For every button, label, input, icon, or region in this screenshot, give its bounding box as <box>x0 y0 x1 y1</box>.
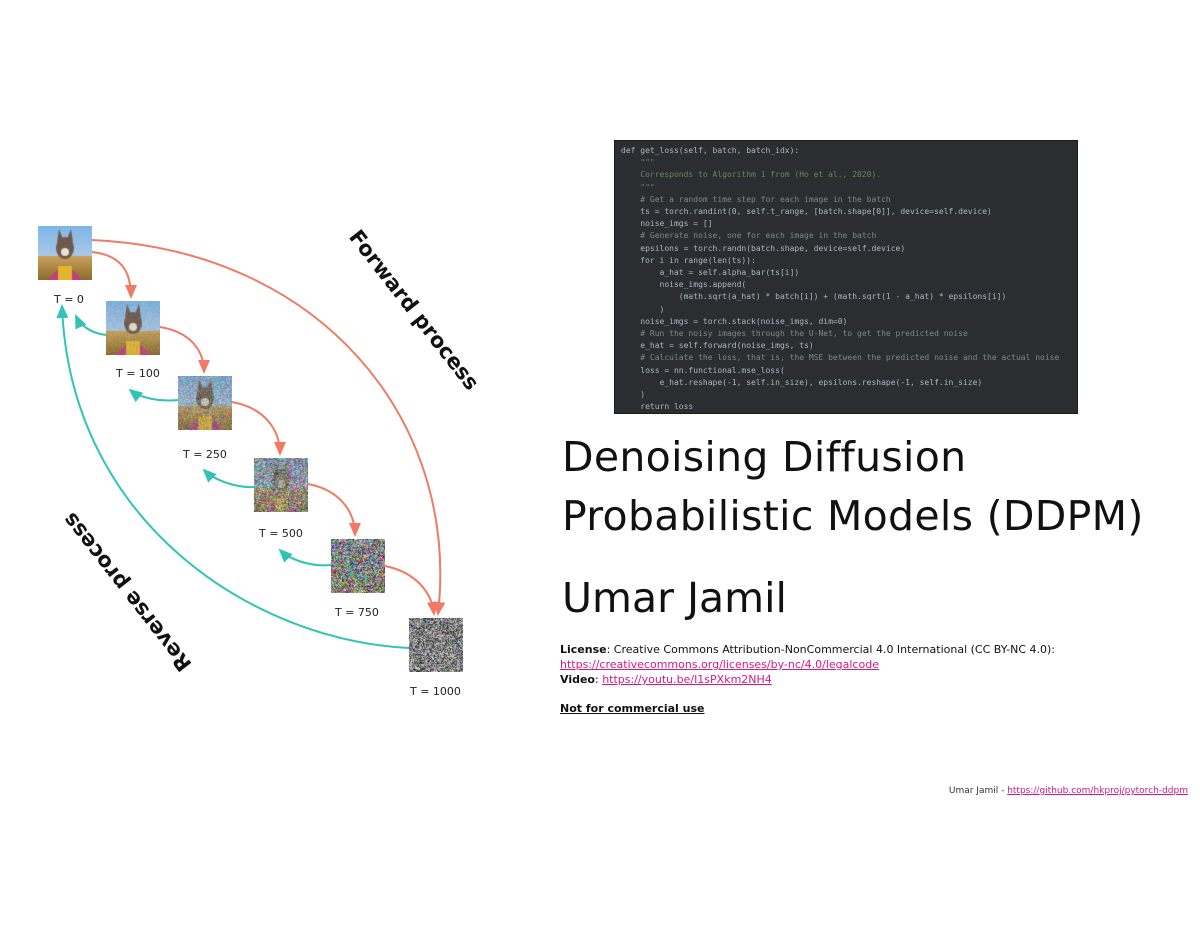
forward-arrow <box>159 326 210 374</box>
reverse-arrow <box>128 388 179 403</box>
diffusion-arrows <box>56 239 446 649</box>
diffusion-diagram: T = 0 T = 100 T = 250 T = 500 T = 750 T … <box>0 0 560 760</box>
video-sep: : <box>594 673 603 686</box>
code-line: loss = nn.functional.mse_loss( <box>621 365 785 375</box>
forward-arrow <box>231 401 286 456</box>
reverse-arrow <box>278 548 332 567</box>
code-line: noise_imgs.append( <box>621 280 747 290</box>
code-line: a_hat = self.alpha_bar(ts[i]) <box>621 268 800 278</box>
reverse-arrow <box>202 468 255 489</box>
code-block: def get_loss(self, batch, batch_idx): ""… <box>621 145 1071 413</box>
step-label-t1000: T = 1000 <box>410 685 461 698</box>
footer-credit: Umar Jamil - https://github.com/hkproj/p… <box>949 786 1188 796</box>
license-url-row: https://creativecommons.org/licenses/by-… <box>560 657 1180 672</box>
code-line: e_hat.reshape(-1, self.in_size), epsilon… <box>621 377 983 387</box>
diffusion-step-canvas <box>331 539 385 593</box>
license-text: : Creative Commons Attribution-NonCommer… <box>606 643 1056 656</box>
diffusion-step-image-5 <box>409 618 463 672</box>
diffusion-step-canvas <box>38 226 92 280</box>
code-line: Corresponds to Algorithm 1 from (Ho et a… <box>621 170 882 180</box>
code-line: ) <box>621 390 646 400</box>
code-line: def get_loss(self, batch, batch_idx): <box>621 146 800 155</box>
code-line: return loss <box>621 402 694 412</box>
code-line: """ <box>621 158 655 168</box>
forward-arrow <box>384 565 439 616</box>
reverse-arrow <box>75 314 107 336</box>
code-line: (math.sqrt(a_hat) * batch[i]) + (math.sq… <box>621 292 1007 302</box>
diffusion-step-canvas <box>178 376 232 430</box>
footer-prefix: Umar Jamil - <box>948 786 1008 796</box>
step-label-t750: T = 750 <box>335 606 379 619</box>
code-line: """ <box>621 182 655 192</box>
code-line: noise_imgs = [] <box>621 219 713 229</box>
forward-long-arrow <box>91 239 446 616</box>
license-link[interactable]: https://creativecommons.org/licenses/by-… <box>560 658 879 671</box>
code-screenshot: def get_loss(self, batch, batch_idx): ""… <box>614 140 1078 414</box>
code-line: ts = torch.randint(0, self.t_range, [bat… <box>621 207 992 217</box>
forward-arrow <box>91 251 137 299</box>
step-label-t250: T = 250 <box>183 448 227 461</box>
diffusion-step-image-2 <box>178 376 232 430</box>
code-line: e_hat = self.forward(noise_imgs, ts) <box>621 341 814 351</box>
forward-arrow <box>307 483 361 537</box>
license-row: License: Creative Commons Attribution-No… <box>560 642 1180 657</box>
diffusion-step-canvas <box>106 301 160 355</box>
diffusion-step-canvas <box>254 458 308 512</box>
license-info: License: Creative Commons Attribution-No… <box>560 642 1180 687</box>
step-label-t0: T = 0 <box>54 293 84 306</box>
step-label-t500: T = 500 <box>259 527 303 540</box>
commercial-use-notice: Not for commercial use <box>560 702 705 715</box>
diffusion-step-canvas <box>409 618 463 672</box>
diffusion-step-image-4 <box>331 539 385 593</box>
video-link[interactable]: https://youtu.be/I1sPXkm2NH4 <box>602 673 772 686</box>
code-line: # Calculate the loss, that is, the MSE b… <box>621 353 1060 363</box>
title-line-1: Denoising Diffusion <box>562 433 967 481</box>
code-line: # Generate noise, one for each image in … <box>621 231 877 241</box>
license-label: License <box>560 643 607 656</box>
reverse-long-arrow <box>56 304 410 649</box>
page-title: Denoising Diffusion Probabilistic Models… <box>562 428 1192 546</box>
code-line: for i in range(len(ts)): <box>621 255 756 265</box>
author-name: Umar Jamil <box>562 574 787 622</box>
video-label: Video <box>560 673 595 686</box>
video-row: Video: https://youtu.be/I1sPXkm2NH4 <box>560 672 1180 687</box>
diffusion-step-image-1 <box>106 301 160 355</box>
title-line-2: Probabilistic Models (DDPM) <box>562 492 1144 540</box>
code-line: noise_imgs = torch.stack(noise_imgs, dim… <box>621 316 848 326</box>
code-line: # Run the noisy images through the U-Net… <box>621 329 968 339</box>
diffusion-step-image-3 <box>254 458 308 512</box>
diffusion-step-image-0 <box>38 226 92 280</box>
step-label-t100: T = 100 <box>116 367 160 380</box>
code-line: ) <box>621 304 665 314</box>
code-line: # Get a random time step for each image … <box>621 194 891 204</box>
footer-link[interactable]: https://github.com/hkproj/pytorch-ddpm <box>1007 786 1188 796</box>
code-line: epsilons = torch.randn(batch.shape, devi… <box>621 243 906 253</box>
